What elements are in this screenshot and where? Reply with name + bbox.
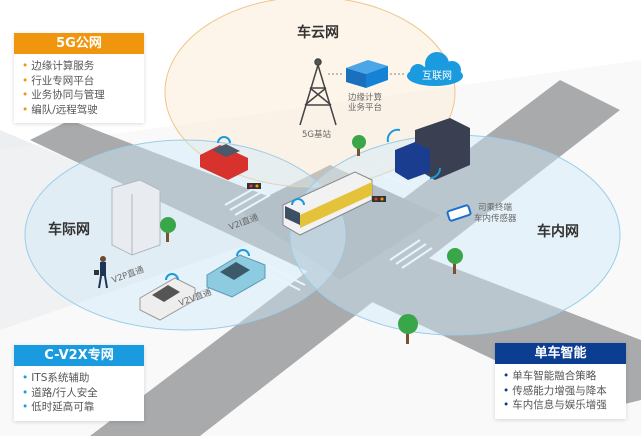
base-station-label: 5G基站: [302, 129, 331, 140]
red-suv-icon: [200, 144, 248, 180]
list-item: 单车智能融合策略: [503, 369, 626, 384]
white-car-icon: [139, 277, 196, 321]
list-item: 编队/远程驾驶: [22, 103, 144, 118]
phone-terminal-icon: [446, 204, 472, 222]
internet-label: 互联网: [422, 70, 452, 82]
intersection: [240, 165, 440, 280]
traffic-light-icon: [372, 196, 386, 202]
truck-icon: [395, 118, 470, 180]
blue-car-icon: [206, 254, 266, 298]
building-icon: [111, 179, 161, 256]
tree-icon: [352, 135, 366, 156]
list-item: 道路/行人安全: [22, 386, 144, 401]
pedestrian-icon: [94, 256, 108, 289]
list-item: 边缘计算服务: [22, 59, 144, 74]
tree-icon: [398, 314, 418, 344]
edge-platform-label-2: 业务平台: [348, 102, 382, 113]
edge-platform-label-1: 边缘计算: [348, 92, 383, 103]
list-item: ITS系统辅助: [22, 371, 144, 386]
panel-title: 5G公网: [14, 33, 144, 54]
list-item: 行业专网平台: [22, 74, 144, 89]
list-item: 传感能力增强与降本: [503, 384, 626, 399]
panel-5g-public-network: 5G公网 边缘计算服务 行业专网平台 业务协同与管理 编队/远程驾驶: [14, 33, 144, 123]
crosswalks: [224, 164, 433, 291]
panel-single-vehicle-intelligence: 单车智能 单车智能融合策略 传感能力增强与降本 车内信息与娱乐增强: [495, 343, 626, 419]
panel-cv2x-network: C-V2X专网 ITS系统辅助 道路/行人安全 低时延高可靠: [14, 345, 144, 421]
panel-title: C-V2X专网: [14, 345, 144, 366]
terminal-label-2: 车内传感器: [474, 213, 517, 224]
zone-label-in-vehicle: 车内网: [537, 223, 579, 240]
terminal-label-1: 司乘终端: [478, 202, 513, 213]
wifi-signal-icons: [165, 128, 441, 281]
panel-title: 单车智能: [495, 343, 626, 364]
internet-cloud-icon: [407, 52, 463, 86]
v2v-net-zone: [24, 139, 346, 331]
list-item: 车内信息与娱乐增强: [503, 398, 626, 413]
tree-icon: [447, 248, 463, 274]
traffic-light-icon: [247, 183, 261, 189]
bus-icon: [282, 171, 373, 236]
list-item: 业务协同与管理: [22, 88, 144, 103]
edge-server-icon: [346, 60, 388, 88]
5g-tower-icon: [299, 58, 337, 126]
zone-label-cloud: 车云网: [297, 24, 339, 41]
tree-icon: [160, 217, 176, 242]
list-item: 低时延高可靠: [22, 400, 144, 415]
zone-label-v2v: 车际网: [48, 221, 90, 238]
